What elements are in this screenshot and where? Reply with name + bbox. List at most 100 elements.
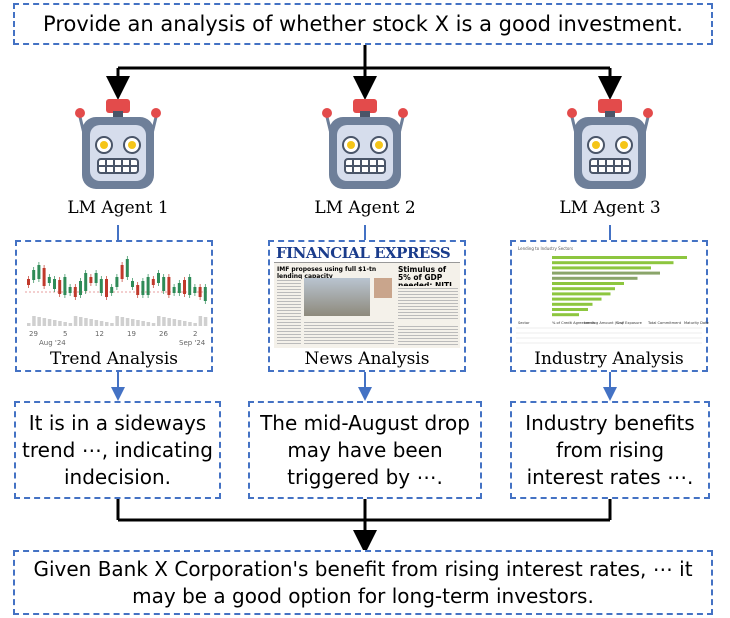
candle-body bbox=[193, 287, 197, 293]
volume-bar bbox=[115, 316, 119, 326]
industry-bar bbox=[552, 266, 651, 270]
agent-2-label: LM Agent 2 bbox=[314, 198, 416, 218]
candle-body bbox=[110, 287, 114, 293]
candle-body bbox=[105, 279, 108, 297]
industry-bar-chart-thumbnail: Lending to Industry Sectors Sector % of C… bbox=[516, 246, 710, 344]
volume-bar bbox=[94, 320, 99, 326]
volume-bar bbox=[99, 321, 104, 326]
industry-bar bbox=[552, 313, 579, 317]
news-headline-main: IMF proposes using full $1-tn lending ca… bbox=[277, 266, 377, 280]
volume-bar bbox=[177, 320, 182, 326]
volume-bar bbox=[63, 322, 67, 326]
newspaper-thumbnail: FINANCIAL EXPRESS IMF proposes using ful… bbox=[274, 244, 460, 348]
industry-analysis-panel: Lending to Industry Sectors Sector % of C… bbox=[510, 240, 710, 372]
volume-bar bbox=[157, 316, 161, 326]
news-photo bbox=[304, 278, 370, 316]
candle-body bbox=[188, 277, 192, 295]
news-analysis-caption: News Analysis bbox=[270, 349, 464, 369]
industry-bar bbox=[552, 297, 602, 301]
news-column-text bbox=[304, 320, 394, 346]
candle-body bbox=[146, 277, 150, 295]
candlestick-chart-thumbnail: 29 5 12 19 26 2 Aug '24 Sep '24 bbox=[25, 256, 208, 347]
news-column-text bbox=[277, 278, 301, 346]
candle-body bbox=[120, 265, 124, 279]
news-column-text bbox=[398, 286, 458, 320]
agent-1-label: LM Agent 1 bbox=[67, 198, 169, 218]
candle-body bbox=[167, 277, 171, 295]
volume-bar bbox=[58, 321, 62, 326]
prompt-text: Provide an analysis of whether stock X i… bbox=[43, 12, 683, 36]
table-header: Sector bbox=[518, 321, 530, 325]
candle-body bbox=[131, 281, 134, 287]
table-header: Maturity Date bbox=[684, 321, 710, 325]
volume-bar bbox=[32, 316, 36, 326]
volume-bar bbox=[105, 322, 109, 326]
volume-bar bbox=[136, 320, 140, 326]
volume-bar bbox=[188, 322, 192, 326]
volume-bar bbox=[89, 319, 93, 326]
volume-bar bbox=[172, 319, 177, 326]
volume-bar bbox=[131, 319, 135, 326]
volume-bar bbox=[167, 318, 171, 326]
x-tick: 19 bbox=[127, 330, 136, 338]
industry-bar bbox=[552, 287, 615, 291]
candle-body bbox=[162, 277, 166, 291]
industry-bar bbox=[552, 292, 611, 296]
result-box-1: It is in a sideways trend ⋯, indicating … bbox=[14, 401, 221, 499]
candle-body bbox=[79, 281, 82, 295]
candle-body bbox=[125, 259, 129, 277]
volume-bar bbox=[183, 321, 187, 326]
volume-bar bbox=[203, 317, 208, 326]
candle-body bbox=[58, 280, 62, 294]
candle-body bbox=[27, 279, 30, 285]
volume-bar bbox=[73, 316, 78, 326]
agent-3-label: LM Agent 3 bbox=[559, 198, 661, 218]
candle-body bbox=[47, 277, 51, 283]
candle-body bbox=[73, 287, 77, 297]
candle-body bbox=[94, 273, 98, 283]
trend-analysis-caption: Trend Analysis bbox=[17, 349, 211, 369]
table-header: % of Credit Agreements bbox=[552, 321, 595, 325]
x-tick: 5 bbox=[63, 330, 67, 338]
volume-bar bbox=[37, 317, 41, 326]
volume-bar bbox=[110, 323, 114, 326]
conclusion-box: Given Bank X Corporation's benefit from … bbox=[13, 550, 713, 615]
candle-body bbox=[203, 287, 207, 301]
industry-bar bbox=[552, 276, 638, 280]
volume-bar bbox=[68, 323, 73, 326]
industry-bar bbox=[552, 308, 588, 311]
candle-body bbox=[198, 287, 202, 297]
candle-body bbox=[115, 277, 119, 287]
table-header: Total Commitment bbox=[647, 321, 682, 325]
candle-body bbox=[99, 279, 103, 293]
robot-icon bbox=[567, 99, 653, 189]
robot-icon bbox=[75, 99, 161, 189]
volume-bar bbox=[162, 317, 166, 326]
news-masthead: FINANCIAL EXPRESS bbox=[274, 244, 460, 263]
news-column-text bbox=[398, 324, 458, 346]
robot-icon bbox=[322, 99, 408, 189]
month-label: Aug '24 bbox=[39, 339, 66, 347]
news-analysis-panel: FINANCIAL EXPRESS IMF proposes using ful… bbox=[268, 240, 466, 372]
industry-bar bbox=[552, 261, 674, 265]
result-text-3: Industry benefits from rising interest r… bbox=[525, 410, 695, 489]
industry-bar bbox=[552, 256, 687, 259]
x-tick: 12 bbox=[95, 330, 104, 338]
candle-body bbox=[136, 285, 140, 295]
volume-bar bbox=[84, 318, 88, 326]
candle-body bbox=[183, 280, 186, 294]
conclusion-text: Given Bank X Corporation's benefit from … bbox=[33, 556, 693, 608]
result-text-1: It is in a sideways trend ⋯, indicating … bbox=[22, 410, 213, 489]
candle-body bbox=[172, 287, 176, 293]
volume-bar bbox=[27, 323, 31, 326]
volume-bar bbox=[193, 323, 197, 326]
result-box-2: The mid-August drop may have been trigge… bbox=[248, 401, 482, 499]
candle-body bbox=[42, 268, 46, 286]
news-portrait bbox=[374, 278, 392, 298]
news-headline-side: Stimulus of 5% of GDP needed: NITI bbox=[398, 265, 452, 290]
candle-body bbox=[177, 283, 181, 293]
result-box-3: Industry benefits from rising interest r… bbox=[510, 401, 710, 499]
month-label: Sep '24 bbox=[179, 339, 206, 347]
industry-title: Lending to Industry Sectors bbox=[518, 246, 573, 251]
candle-body bbox=[151, 279, 155, 285]
